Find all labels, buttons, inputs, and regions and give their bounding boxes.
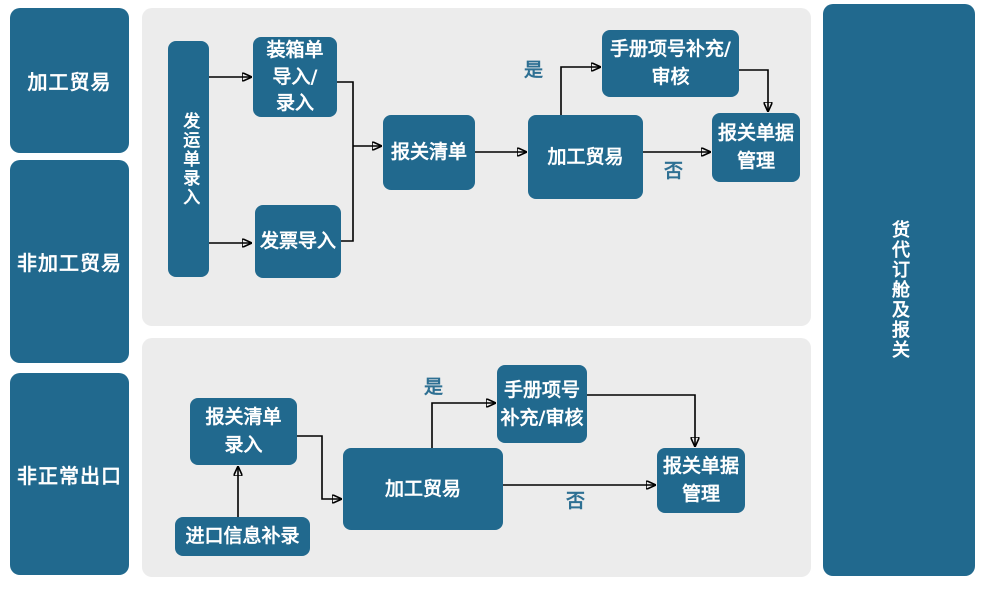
node-manual-item-supplement-audit-bottom: 手册项号 补充/审核 xyxy=(497,365,587,443)
branch-label-yes-top: 是 xyxy=(524,59,544,81)
node-processing-trade-top: 加工贸易 xyxy=(528,115,643,199)
freight-booking-declaration-label: 货代订舱及报关 xyxy=(889,220,910,360)
category-label: 非加工贸易 xyxy=(17,251,122,275)
node-packing-list-import: 装箱单 导入/ 录入 xyxy=(253,37,337,117)
node-label: 手册项号 补充/审核 xyxy=(500,378,584,430)
category-label: 加工贸易 xyxy=(27,70,112,94)
node-label: 装箱单 导入/ 录入 xyxy=(266,39,324,115)
node-label: 发票导入 xyxy=(259,230,336,253)
node-label: 报关清单 xyxy=(390,141,467,164)
node-declaration-list: 报关清单 xyxy=(383,115,475,190)
node-label: 发运单录入 xyxy=(179,111,200,207)
category-processing-trade: 加工贸易 xyxy=(10,8,129,153)
node-shipping-order-entry: 发运单录入 xyxy=(168,41,209,277)
node-declaration-docs-management-bottom: 报关单据 管理 xyxy=(657,448,745,513)
node-label: 报关清单 录入 xyxy=(205,405,282,456)
node-label: 进口信息补录 xyxy=(185,525,300,548)
category-label: 非正常出口 xyxy=(17,463,122,488)
node-label: 加工贸易 xyxy=(384,477,461,500)
branch-label-no-bottom: 否 xyxy=(566,490,586,512)
node-label: 报关单据 管理 xyxy=(717,121,794,172)
node-label: 手册项号补充/ 审核 xyxy=(610,37,731,88)
node-import-info-supplement: 进口信息补录 xyxy=(175,517,310,556)
node-label: 加工贸易 xyxy=(547,145,624,168)
node-declaration-list-entry: 报关清单 录入 xyxy=(190,398,297,465)
freight-booking-declaration-box: 货代订舱及报关 xyxy=(823,4,975,576)
branch-label-yes-bottom: 是 xyxy=(424,376,444,398)
node-declaration-docs-management-top: 报关单据 管理 xyxy=(712,113,800,182)
node-manual-item-supplement-audit-top: 手册项号补充/ 审核 xyxy=(602,30,739,97)
node-invoice-import: 发票导入 xyxy=(255,205,341,278)
node-label: 报关单据 管理 xyxy=(662,454,739,505)
node-processing-trade-bottom: 加工贸易 xyxy=(343,448,503,530)
branch-label-no-top: 否 xyxy=(664,160,684,182)
category-non-processing-trade: 非加工贸易 xyxy=(10,160,129,363)
category-abnormal-export: 非正常出口 xyxy=(10,373,129,575)
